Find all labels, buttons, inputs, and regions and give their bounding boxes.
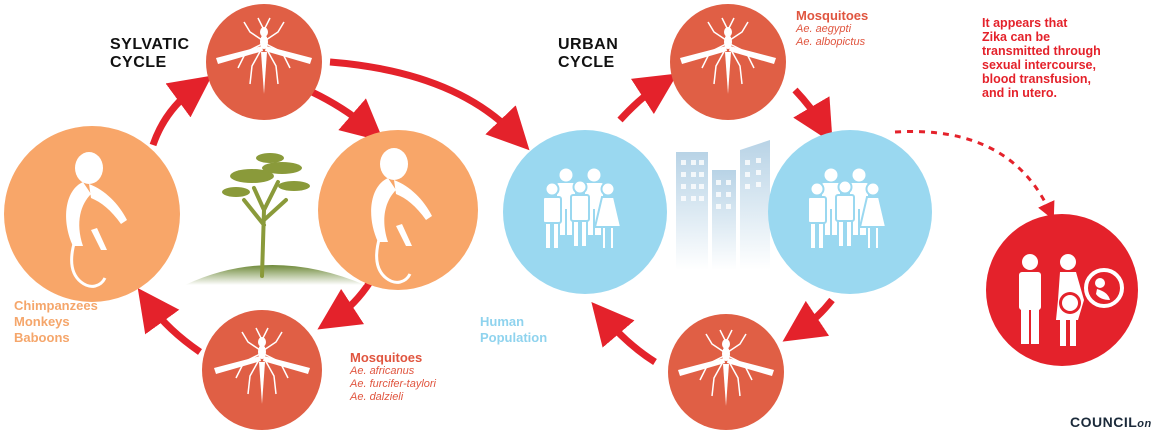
sylvatic-title-line1: SYLVATIC bbox=[110, 36, 190, 53]
species-item: Ae. dalzieli bbox=[350, 391, 404, 403]
arrow-sylvatic-left-up bbox=[149, 75, 212, 147]
brand-suffix: on bbox=[1137, 418, 1152, 430]
transmission-note: It appears that Zika can be transmitted … bbox=[982, 16, 1101, 100]
species-item: Ae. albopictus bbox=[796, 36, 866, 48]
urban-people-right-circle bbox=[768, 130, 932, 294]
note-line: sexual intercourse, bbox=[982, 58, 1096, 72]
host-item: Chimpanzees bbox=[14, 298, 98, 313]
sylvatic-monkey-right-circle bbox=[318, 130, 478, 290]
sylvatic-mosquito-bottom-circle bbox=[202, 310, 322, 430]
host-item: Monkeys bbox=[14, 314, 70, 329]
note-line: and in utero. bbox=[982, 86, 1057, 100]
species-item: Ae. furcifer-taylori bbox=[350, 378, 436, 390]
arrow-urban-right-down bbox=[782, 297, 835, 342]
arrow-sylvatic-top-right bbox=[310, 88, 384, 142]
sylvatic-cycle-title: SYLVATIC CYCLE bbox=[110, 36, 190, 72]
human-population-label: Human Population bbox=[480, 314, 547, 346]
urban-mosquito-label: Mosquitoes Ae. aegypti Ae. albopictus bbox=[796, 8, 868, 49]
tree-icon bbox=[222, 153, 310, 278]
urban-cycle-title: URBAN CYCLE bbox=[558, 36, 618, 72]
sylvatic-mosquito-label: Mosquitoes Ae. africanus Ae. furcifer-ta… bbox=[350, 350, 436, 404]
sylvatic-monkey-left-circle bbox=[4, 126, 180, 302]
arrow-urban-top-right bbox=[792, 87, 833, 144]
brand-name: COUNCIL bbox=[1070, 414, 1138, 430]
hill bbox=[185, 265, 365, 285]
host-item: Baboons bbox=[14, 330, 70, 345]
note-line: transmitted through bbox=[982, 44, 1101, 58]
sylvatic-mosquitoes-title: Mosquitoes bbox=[350, 350, 423, 365]
note-line: It appears that bbox=[982, 16, 1068, 30]
arrow-sylvatic-bottom-left bbox=[137, 287, 202, 355]
urban-mosquitoes-title: Mosquitoes bbox=[796, 8, 869, 23]
urban-title-line2: CYCLE bbox=[558, 54, 615, 71]
urban-mosquito-bottom-circle bbox=[668, 314, 784, 430]
urban-people-left-circle bbox=[503, 130, 667, 294]
arrow-sylvatic-to-urban bbox=[329, 58, 530, 151]
species-item: Ae. aegypti bbox=[796, 23, 852, 35]
family-in-utero-circle bbox=[986, 214, 1138, 366]
sylvatic-title-line2: CYCLE bbox=[110, 54, 167, 71]
species-item: Ae. africanus bbox=[350, 365, 415, 377]
urban-title-line1: URBAN bbox=[558, 36, 619, 53]
arrow-sylvatic-right-down bbox=[317, 280, 373, 330]
human-line2: Population bbox=[480, 330, 548, 345]
human-line1: Human bbox=[480, 314, 525, 329]
city-buildings-icon bbox=[676, 140, 770, 270]
family-in-utero-icon bbox=[1019, 254, 1124, 346]
note-line: blood transfusion, bbox=[982, 72, 1092, 86]
arrow-urban-left-up bbox=[617, 73, 678, 123]
primate-hosts-list: Chimpanzees Monkeys Baboons bbox=[14, 298, 98, 346]
brand-logo: COUNCILon bbox=[1070, 414, 1152, 430]
arrow-dashed-to-family bbox=[894, 129, 1055, 221]
arrow-urban-bottom-left bbox=[591, 302, 657, 365]
urban-mosquito-top-circle bbox=[670, 4, 786, 120]
note-line: Zika can be bbox=[982, 30, 1051, 44]
sylvatic-mosquito-top-circle bbox=[206, 4, 322, 120]
